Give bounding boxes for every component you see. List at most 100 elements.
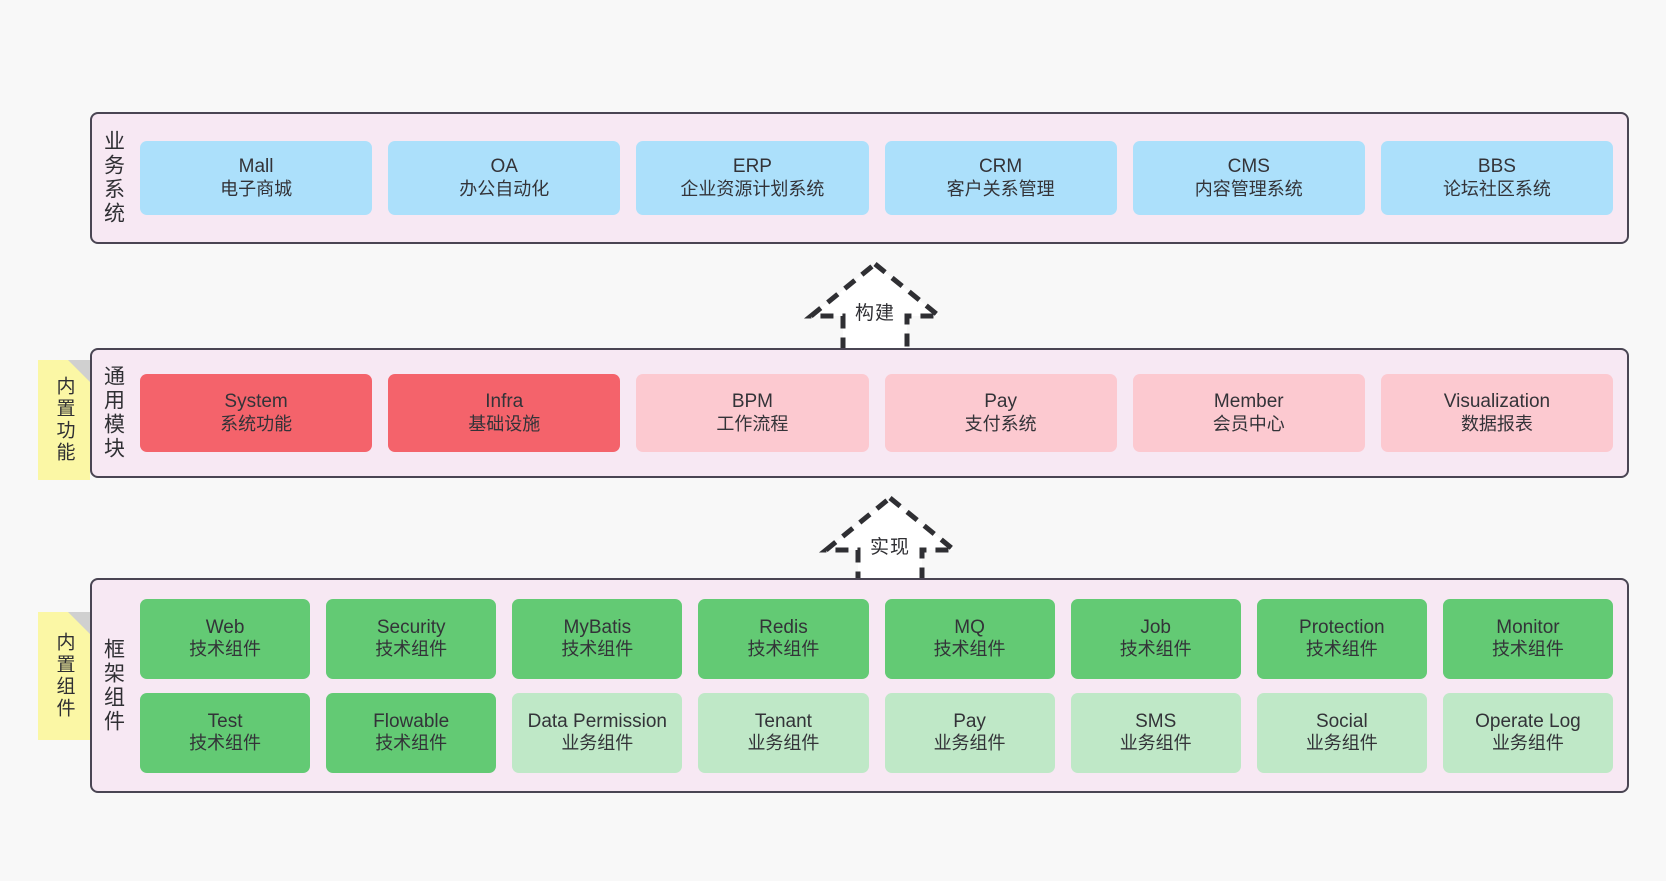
node-title: Flowable <box>373 710 450 732</box>
node-crm[interactable]: CRM 客户关系管理 <box>884 141 1117 215</box>
node-subtitle: 工作流程 <box>716 413 789 434</box>
node-security[interactable]: Security 技术组件 <box>326 598 497 679</box>
connector-build: 构建 <box>795 258 955 357</box>
node-title: MQ <box>954 616 985 638</box>
node-title: Web <box>205 616 245 638</box>
node-subtitle: 技术组件 <box>933 639 1006 660</box>
node-title: Mall <box>238 156 274 178</box>
node-title: Security <box>376 616 446 638</box>
node-protection[interactable]: Protection 技术组件 <box>1256 598 1427 679</box>
node-subtitle: 内容管理系统 <box>1194 178 1303 199</box>
node-title: CRM <box>978 156 1023 178</box>
note-builtin-features: 内置功能 <box>38 360 90 480</box>
node-subtitle: 企业资源计划系统 <box>680 178 825 199</box>
node-title: CMS <box>1227 156 1270 178</box>
node-title: BBS <box>1477 156 1516 178</box>
node-operate-log[interactable]: Operate Log 业务组件 <box>1442 692 1613 773</box>
layer-title-common-module: 通用模块 <box>101 365 125 461</box>
node-test[interactable]: Test 技术组件 <box>140 692 311 773</box>
node-subtitle: 技术组件 <box>561 639 634 660</box>
layer-business-system: 业务系统 Mall 电子商城 OA 办公自动化 ERP 企业资源计划系统 CRM… <box>90 112 1629 244</box>
layer-title-framework-component: 框架组件 <box>101 637 125 734</box>
node-tenant[interactable]: Tenant 业务组件 <box>698 692 869 773</box>
node-member[interactable]: Member 会员中心 <box>1132 374 1365 452</box>
node-title: MyBatis <box>563 616 632 638</box>
node-title: Visualization <box>1443 391 1551 413</box>
layer-row: Mall 电子商城 OA 办公自动化 ERP 企业资源计划系统 CRM 客户关系… <box>140 141 1614 215</box>
node-subtitle: 办公自动化 <box>459 178 550 199</box>
node-title: Infra <box>485 391 524 413</box>
node-erp[interactable]: ERP 企业资源计划系统 <box>636 141 869 215</box>
node-subtitle: 技术组件 <box>189 639 262 660</box>
node-title: ERP <box>732 156 772 178</box>
node-subtitle: 基础设施 <box>468 413 541 434</box>
layer-title-business-system: 业务系统 <box>101 130 125 226</box>
node-subtitle: 业务组件 <box>747 733 820 754</box>
node-subtitle: 技术组件 <box>375 733 448 754</box>
layer-body-framework-component: Web 技术组件 Security 技术组件 MyBatis 技术组件 Redi… <box>134 580 1627 791</box>
node-subtitle: 技术组件 <box>189 733 262 754</box>
node-subtitle: 业务组件 <box>1491 733 1564 754</box>
node-title: Member <box>1213 391 1284 413</box>
node-monitor[interactable]: Monitor 技术组件 <box>1442 598 1613 679</box>
node-mq[interactable]: MQ 技术组件 <box>884 598 1055 679</box>
node-social[interactable]: Social 业务组件 <box>1256 692 1427 773</box>
node-title: Protection <box>1299 616 1385 638</box>
node-oa[interactable]: OA 办公自动化 <box>388 141 621 215</box>
layer-body-business-system: Mall 电子商城 OA 办公自动化 ERP 企业资源计划系统 CRM 客户关系… <box>134 114 1627 242</box>
note-fold-icon <box>68 360 90 382</box>
node-pay-component[interactable]: Pay 业务组件 <box>884 692 1055 773</box>
node-web[interactable]: Web 技术组件 <box>140 598 311 679</box>
note-fold-icon <box>68 612 90 634</box>
layer-common-module: 通用模块 System 系统功能 Infra 基础设施 BPM 工作流程 Pay… <box>90 348 1629 478</box>
node-subtitle: 技术组件 <box>375 639 448 660</box>
note-label: 内置组件 <box>53 632 75 720</box>
node-subtitle: 会员中心 <box>1212 413 1285 434</box>
connector-implement: 实现 <box>810 492 970 591</box>
node-title: Pay <box>984 391 1017 413</box>
node-title: Job <box>1140 616 1171 638</box>
node-subtitle: 技术组件 <box>1119 639 1192 660</box>
note-label: 内置功能 <box>53 376 75 464</box>
node-title: Operate Log <box>1475 710 1581 732</box>
layer-body-common-module: System 系统功能 Infra 基础设施 BPM 工作流程 Pay 支付系统… <box>134 350 1627 476</box>
node-pay[interactable]: Pay 支付系统 <box>884 374 1117 452</box>
node-mall[interactable]: Mall 电子商城 <box>140 141 373 215</box>
node-title: BPM <box>731 391 774 413</box>
node-visualization[interactable]: Visualization 数据报表 <box>1380 374 1614 452</box>
layer-row: System 系统功能 Infra 基础设施 BPM 工作流程 Pay 支付系统… <box>140 374 1614 452</box>
node-title: Monitor <box>1496 616 1560 638</box>
node-bbs[interactable]: BBS 论坛社区系统 <box>1380 141 1614 215</box>
node-title: Tenant <box>754 710 812 732</box>
node-subtitle: 支付系统 <box>964 413 1037 434</box>
node-title: Pay <box>953 710 986 732</box>
node-infra[interactable]: Infra 基础设施 <box>388 374 621 452</box>
layer-row: Web 技术组件 Security 技术组件 MyBatis 技术组件 Redi… <box>140 598 1613 679</box>
node-title: Data Permission <box>527 710 667 732</box>
layer-framework-component: 框架组件 Web 技术组件 Security 技术组件 MyBatis 技术组件… <box>90 578 1629 793</box>
node-title: OA <box>490 156 518 178</box>
node-subtitle: 系统功能 <box>220 413 293 434</box>
node-title: SMS <box>1135 710 1177 732</box>
node-data-permission[interactable]: Data Permission 业务组件 <box>512 692 683 773</box>
node-subtitle: 业务组件 <box>561 733 634 754</box>
node-system[interactable]: System 系统功能 <box>140 374 373 452</box>
node-title: Test <box>207 710 243 732</box>
node-mybatis[interactable]: MyBatis 技术组件 <box>512 598 683 679</box>
node-subtitle: 技术组件 <box>1491 639 1564 660</box>
node-sms[interactable]: SMS 业务组件 <box>1070 692 1241 773</box>
node-job[interactable]: Job 技术组件 <box>1070 598 1241 679</box>
node-subtitle: 业务组件 <box>933 733 1006 754</box>
node-subtitle: 业务组件 <box>1119 733 1192 754</box>
node-flowable[interactable]: Flowable 技术组件 <box>326 692 497 773</box>
node-title: Redis <box>759 616 808 638</box>
node-bpm[interactable]: BPM 工作流程 <box>636 374 869 452</box>
layer-row: Test 技术组件 Flowable 技术组件 Data Permission … <box>140 692 1613 773</box>
node-cms[interactable]: CMS 内容管理系统 <box>1132 141 1365 215</box>
node-subtitle: 技术组件 <box>747 639 820 660</box>
note-builtin-components: 内置组件 <box>38 612 90 740</box>
node-subtitle: 电子商城 <box>220 178 293 199</box>
node-redis[interactable]: Redis 技术组件 <box>698 598 869 679</box>
node-subtitle: 论坛社区系统 <box>1442 178 1551 199</box>
